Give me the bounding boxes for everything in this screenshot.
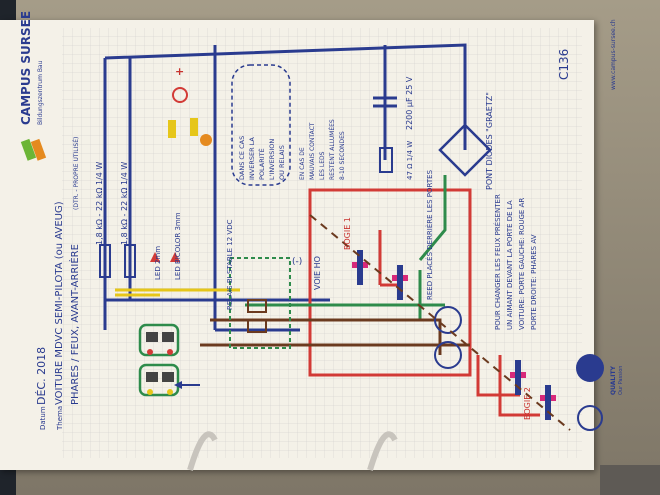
brown-wires <box>200 318 470 355</box>
logo-mark <box>20 138 47 161</box>
note-line-4: L'INVERSION <box>268 139 276 180</box>
logo-name: CAMPUS SURSEE <box>19 11 33 125</box>
label-pont: PONT DIODES "GRAETZ" <box>485 92 494 190</box>
note-line-2: INVERSER LA <box>248 137 256 180</box>
title-label: Thema <box>56 406 64 431</box>
label-r2: 1,8 kΩ - 22 kΩ 1/4 W <box>120 162 129 245</box>
note2-line-4: RESTENT ALLUMÉES <box>328 119 336 180</box>
label-voie: VOIE HO <box>313 256 322 290</box>
note-bubble <box>231 64 291 186</box>
note2-line-5: 8-10 SECONDES <box>339 131 346 180</box>
note2-line-3: LES LEDS <box>319 151 326 180</box>
label-led1: LED 2mm <box>154 246 162 280</box>
capacitor <box>373 96 397 108</box>
binder-ring-1 <box>187 431 218 471</box>
note2-line-1: EN CAS DE <box>299 147 306 180</box>
desk-object <box>600 465 660 495</box>
resistor-1 <box>99 244 111 278</box>
label-bogie2: BOGIE 2 <box>523 387 532 420</box>
blue-wires <box>103 43 467 332</box>
relay-coils <box>247 299 267 333</box>
led-group <box>150 87 212 262</box>
title-line-1: VOITURE MDVC SEMI-PILOTA (ou AVEUG) <box>54 201 65 405</box>
diode-bridge <box>438 123 492 177</box>
website: www.campus-sursee.ch <box>610 19 617 90</box>
label-bogie1: BOGIE 1 <box>343 217 352 250</box>
red-wires <box>308 188 540 417</box>
bottom-line-4: PORTE DROITE: PHARES AV <box>530 234 538 330</box>
label-relais: RELAIS BI STABLE 12 VDC <box>226 219 234 310</box>
quality-label: QUALITY <box>610 365 617 395</box>
bogie-1-symbols <box>352 250 408 300</box>
note-line-3: POLARITÉ <box>257 148 266 180</box>
green-wires <box>245 175 447 320</box>
reed-switch-1 <box>434 306 462 334</box>
quality-sub: Our Passion <box>618 366 624 395</box>
title-line-2: PHARES / FEUX, AVANT-ARRIÈRE <box>68 244 81 405</box>
date-value: DÉC. 2018 <box>35 347 48 405</box>
arrow-head <box>174 381 182 389</box>
quality-seal <box>576 354 604 431</box>
minus-sign: (-) <box>292 257 302 267</box>
bottom-line-3: VOITURE: PORTE GAUCHE: ROUGE AR <box>518 198 526 330</box>
train-car-sketch-1 <box>138 323 180 357</box>
track-line <box>309 214 571 431</box>
title-line-3: (DTR. - PROPRE UTILISÉ) <box>72 137 80 210</box>
binder-ring-2 <box>367 431 398 471</box>
logo-tagline: Bildungszentrum Bau <box>37 60 44 125</box>
reed-switch-2 <box>434 341 462 369</box>
label-reed: REED PLACÉS DERRIÈRE LES PORTES <box>425 169 434 300</box>
code-label: C136 <box>557 49 571 80</box>
grid-area <box>62 28 582 458</box>
relay-box <box>229 257 291 349</box>
label-led2: LED BICOLOR 3mm <box>174 212 182 280</box>
note2-line-2: MAUVAIS CONTACT <box>309 122 316 180</box>
note-line-5: OU RELAIS <box>278 145 286 180</box>
bottom-line-2: UN AIMANT DEVANT LA PORTE DE LA <box>506 200 514 330</box>
resistor-47 <box>379 147 393 173</box>
label-resist: 47 Ω 1/4 W <box>406 141 414 180</box>
bogie-2-symbols <box>510 360 556 420</box>
note-line-1: DANS CE CAS <box>238 136 246 180</box>
label-r1: 1,8 kΩ - 22 kΩ 1/4 W <box>95 162 104 245</box>
date-label: Datum <box>39 406 47 430</box>
yellow-wires <box>115 288 240 297</box>
bottom-line-1: POUR CHANGER LES FEUX PRÉSENTER <box>493 194 502 330</box>
label-cap: 2200 µF 25 V <box>405 76 414 130</box>
plus-sign: + <box>175 65 184 78</box>
train-car-sketch-2 <box>138 363 180 397</box>
resistor-2 <box>124 244 136 278</box>
